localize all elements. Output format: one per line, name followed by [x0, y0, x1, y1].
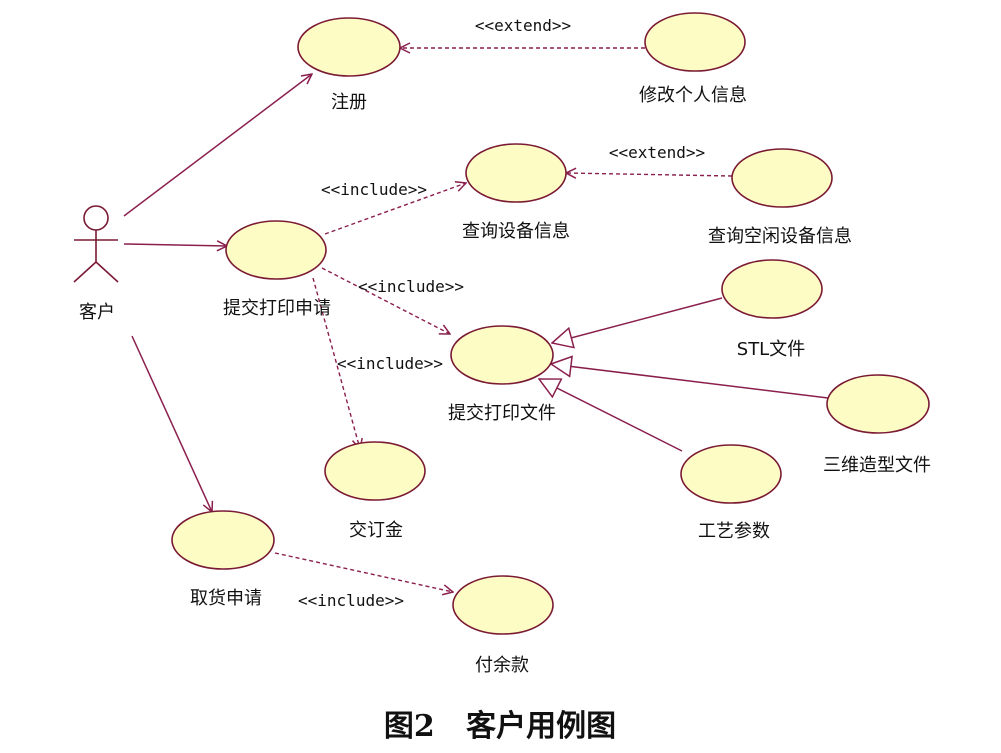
usecase-pickup-request [171, 510, 275, 570]
stereotype-include-file: <<include>> [358, 277, 464, 296]
usecase-query-idle-device-info-label: 查询空闲设备信息 [708, 226, 852, 247]
usecase-stl-file [721, 259, 823, 319]
actor-customer: 客户 [73, 205, 119, 323]
stereotype-include-query: <<include>> [321, 180, 427, 199]
assoc-register [123, 74, 312, 217]
usecase-pay-deposit-label: 交订金 [349, 520, 403, 541]
assoc-pickup-request [131, 335, 212, 512]
actor-leg-right [95, 261, 119, 283]
figure-caption: 图2 客户用例图 [384, 709, 616, 744]
usecase-process-params [680, 444, 782, 504]
stereotype-extend-idle: <<extend>> [609, 143, 705, 162]
include-balance [274, 552, 453, 592]
assoc-submit-print-request [123, 244, 227, 246]
include-query-device [324, 183, 466, 235]
usecase-register-label: 注册 [331, 92, 367, 113]
usecase-pickup-request-label: 取货申请 [190, 588, 262, 609]
usecase-submit-print-file-label: 提交打印文件 [448, 403, 556, 424]
usecase-register [297, 17, 401, 77]
include-print-file [321, 267, 450, 334]
usecase-process-params-label: 工艺参数 [698, 521, 770, 542]
usecase-pay-deposit [324, 441, 426, 501]
usecase-modify-info [644, 12, 746, 72]
usecase-query-device-info-label: 查询设备信息 [462, 221, 570, 242]
stereotype-include-deposit: <<include>> [337, 354, 443, 373]
usecase-3d-model-file [826, 374, 930, 434]
actor-head [83, 205, 109, 231]
extend-idle-to-query [566, 173, 733, 176]
usecase-query-idle-device-info [731, 148, 833, 208]
actor-leg-left [73, 261, 97, 283]
usecase-pay-balance-label: 付余款 [475, 655, 529, 676]
usecase-query-device-info [465, 143, 567, 203]
actor-label: 客户 [79, 302, 115, 323]
stereotype-extend-modify: <<extend>> [475, 16, 571, 35]
usecase-submit-print-file [450, 325, 554, 385]
usecase-submit-print-request [225, 220, 327, 280]
generalization-stl [552, 297, 723, 343]
usecase-pay-balance [452, 575, 554, 635]
usecase-3d-model-file-label: 三维造型文件 [823, 455, 931, 476]
usecase-submit-print-request-label: 提交打印申请 [223, 298, 331, 319]
generalization-process-params [539, 379, 683, 452]
include-deposit [312, 277, 360, 449]
usecase-modify-info-label: 修改个人信息 [639, 85, 747, 106]
usecase-stl-file-label: STL文件 [737, 339, 805, 360]
generalization-3d-model [551, 364, 829, 399]
stereotype-include-balance: <<include>> [298, 591, 404, 610]
